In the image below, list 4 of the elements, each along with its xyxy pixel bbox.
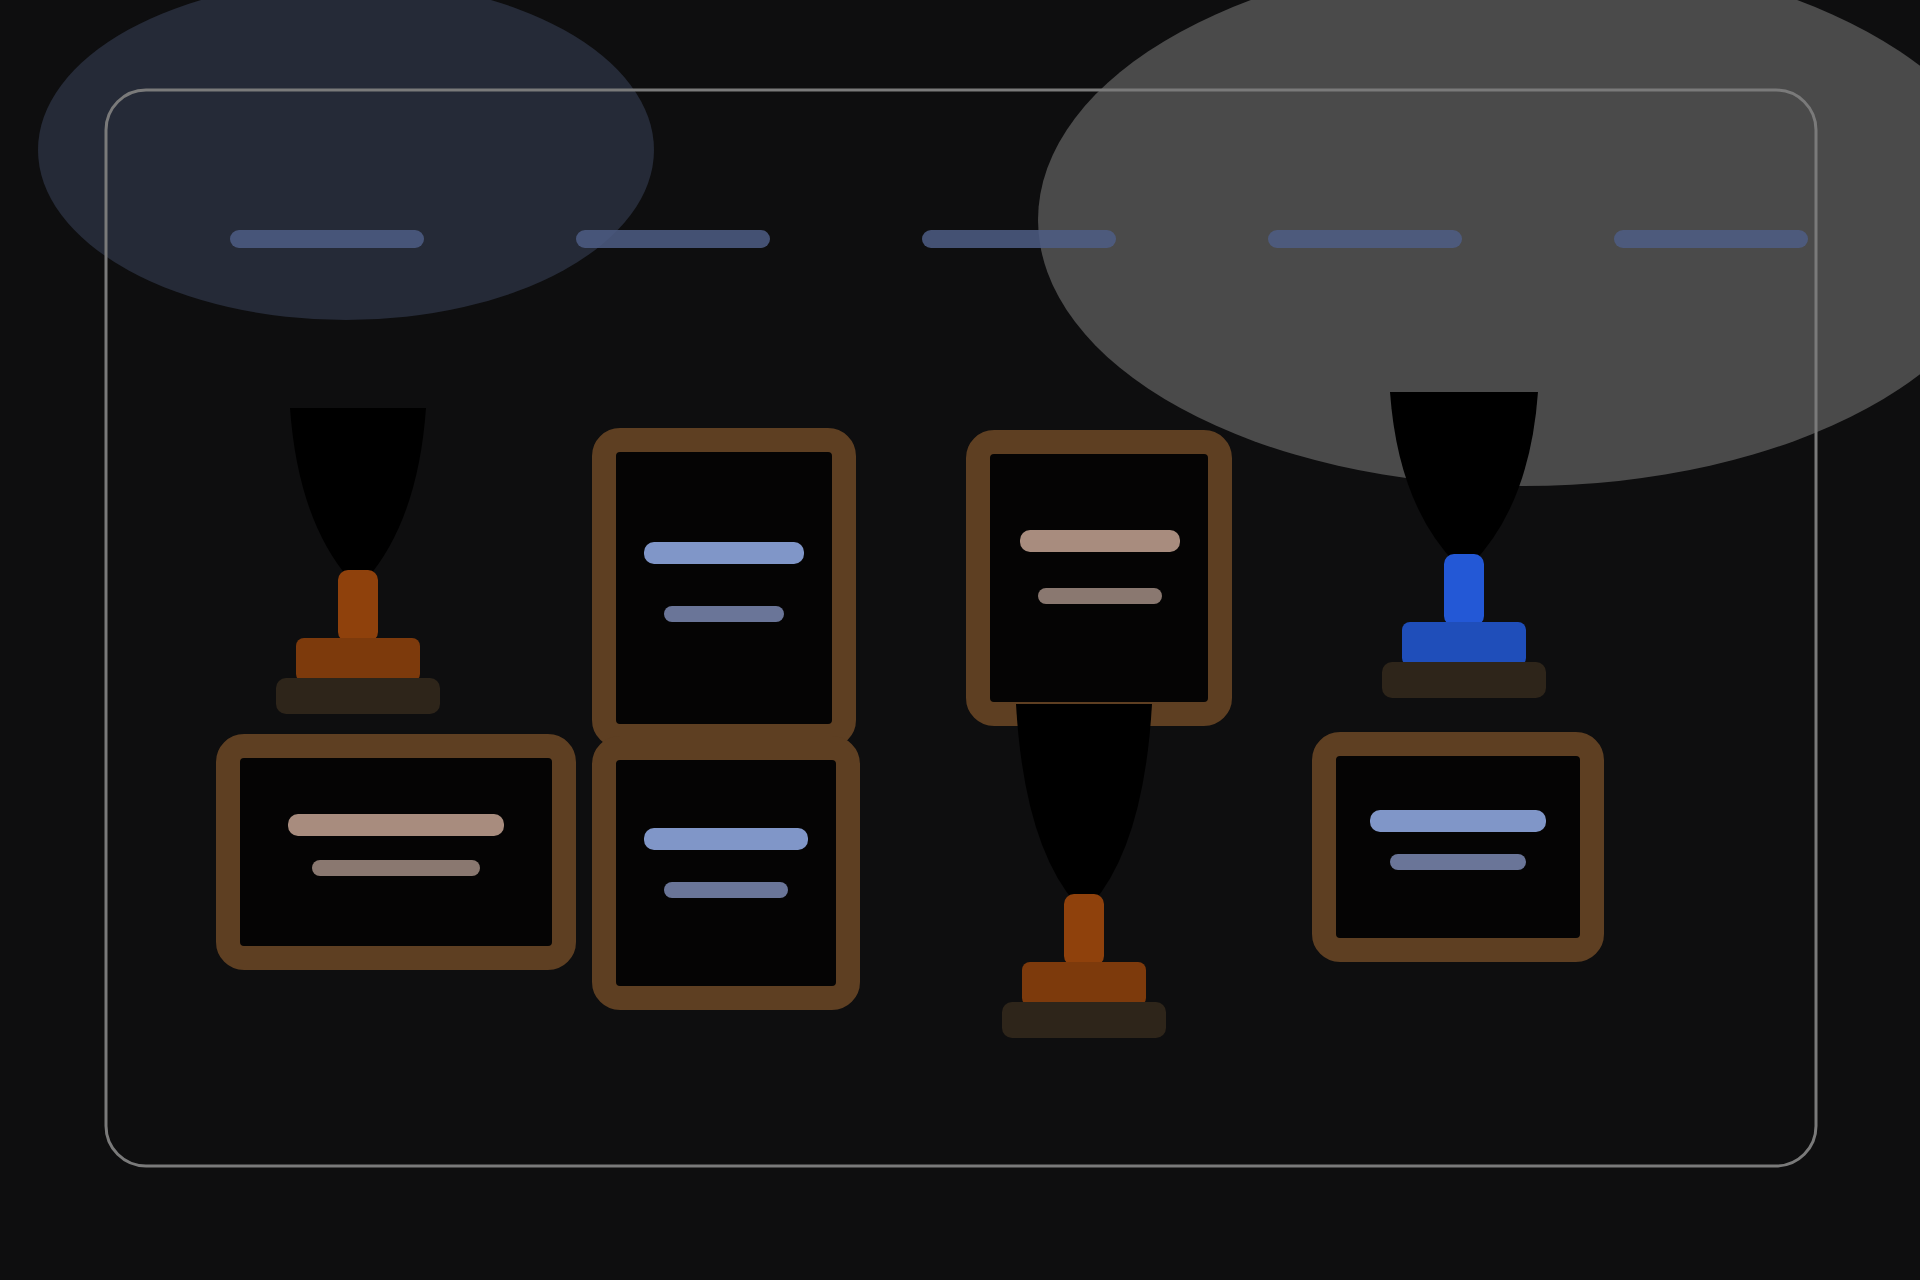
card-frame: [216, 734, 576, 970]
card-frame: [1312, 732, 1604, 962]
card-frame: [966, 430, 1232, 726]
card-frame: [592, 736, 860, 1010]
